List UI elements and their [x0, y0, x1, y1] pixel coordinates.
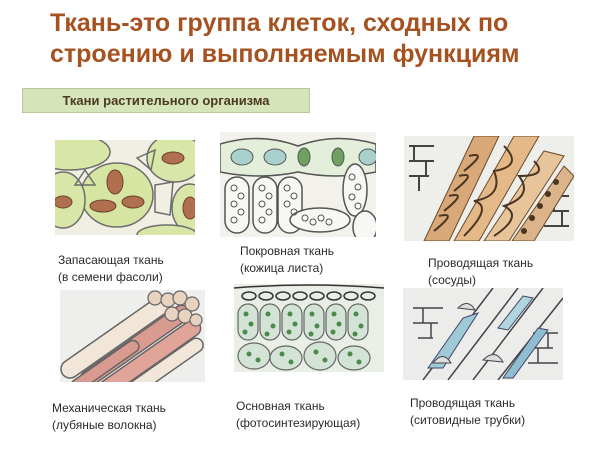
tissue-caption: Проводящая ткань (сосуды)	[428, 256, 534, 287]
vessels-illustration	[404, 136, 574, 241]
tissue-caption: Основная ткань (фотосинтезирующая)	[236, 399, 361, 430]
tissue-caption: Покровная ткань (кожица листа)	[240, 244, 334, 275]
subtitle-text: Ткани растительного организма	[62, 93, 270, 108]
photosynthetic-tissue-illustration	[234, 284, 384, 372]
sieve-tubes-illustration	[403, 288, 563, 380]
tissue-caption: Проводящая ткань (ситовидные трубки)	[410, 396, 526, 427]
page-title: Ткань-это группа клеток, сходных по стро…	[50, 8, 590, 70]
tissue-caption: Механическая ткань (лубяные волокна)	[52, 401, 166, 432]
epidermis-illustration	[220, 132, 376, 237]
tissue-caption: Запасающая ткань (в семени фасоли)	[58, 253, 164, 284]
title-line-2: строению и выполняемым функциям	[50, 40, 520, 68]
storage-tissue-illustration	[55, 140, 195, 235]
subtitle-banner: Ткани растительного организма	[22, 88, 310, 113]
bast-fibers-illustration	[60, 290, 205, 382]
title-line-1: Ткань-это группа клеток, сходных по	[50, 9, 509, 37]
